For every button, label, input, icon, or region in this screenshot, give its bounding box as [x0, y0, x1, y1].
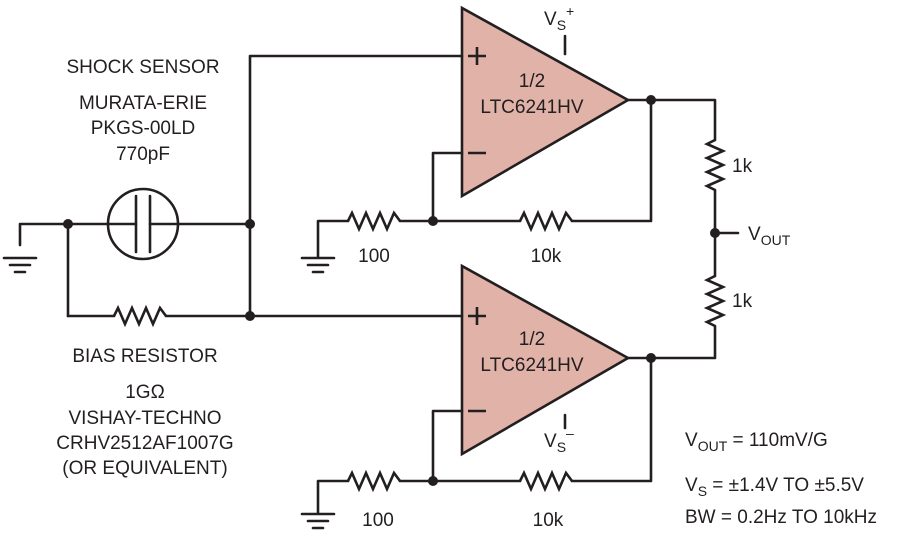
sensor-part: PKGS-00LD	[91, 118, 196, 139]
op-amp-bottom	[460, 263, 631, 457]
resistor-bottom-gain	[346, 469, 402, 493]
label-top-feedback: 10k	[531, 246, 562, 267]
label-top-gain: 100	[358, 246, 390, 267]
bias-note: (OR EQUIVALENT)	[62, 458, 227, 479]
wire-top-inverting	[431, 151, 464, 223]
label-out-top: 1k	[732, 156, 753, 177]
ground-symbol-bottom	[300, 479, 350, 530]
vout-label: VOUT	[748, 224, 791, 248]
sensor-capacitance: 770pF	[116, 144, 170, 165]
bias-value: 1GΩ	[125, 382, 165, 403]
resistor-bottom-feedback	[518, 469, 574, 493]
ground-symbol-top	[300, 219, 350, 274]
resistor-out-bottom	[703, 274, 727, 328]
bias-resistor	[112, 304, 168, 328]
op-amp-top-part: LTC6241HV	[480, 97, 583, 118]
ground-symbol-left	[2, 222, 70, 274]
shock-sensor-capacitor	[66, 187, 252, 261]
label-bottom-feedback: 10k	[533, 510, 564, 531]
spec-bandwidth: BW = 0.2Hz TO 10kHz	[685, 507, 877, 528]
op-amp-top	[460, 5, 631, 199]
op-amp-top-fraction: 1/2	[519, 71, 545, 92]
label-out-bottom: 1k	[732, 291, 753, 312]
resistor-top-gain	[346, 209, 402, 233]
wire-out-bottom	[649, 324, 717, 360]
wire-top-feedback-out	[570, 98, 653, 223]
supply-pos-label: VS+	[544, 3, 574, 33]
op-amp-bottom-part: LTC6241HV	[480, 355, 583, 376]
wire-bottom-inverting	[431, 409, 464, 483]
sensor-maker: MURATA-ERIE	[79, 93, 207, 114]
bias-title: BIAS RESISTOR	[72, 346, 217, 367]
label-bottom-gain: 100	[362, 510, 394, 531]
wire-bottom-feedback-out	[570, 356, 653, 483]
wire-out-top	[649, 98, 717, 142]
wire-top-noninverting	[248, 54, 464, 318]
supply-neg-label: VS–	[544, 425, 574, 455]
spec-sensitivity: VOUT = 110mV/G	[685, 430, 828, 454]
resistor-out-top	[703, 138, 727, 192]
resistor-top-feedback	[518, 209, 574, 233]
sensor-title: SHOCK SENSOR	[66, 57, 219, 78]
bias-part: CRHV2512AF1007G	[56, 433, 233, 454]
bias-maker: VISHAY-TECHNO	[68, 408, 221, 429]
op-amp-bottom-fraction: 1/2	[519, 329, 545, 350]
spec-supply: VS = ±1.4V TO ±5.5V	[685, 475, 864, 499]
